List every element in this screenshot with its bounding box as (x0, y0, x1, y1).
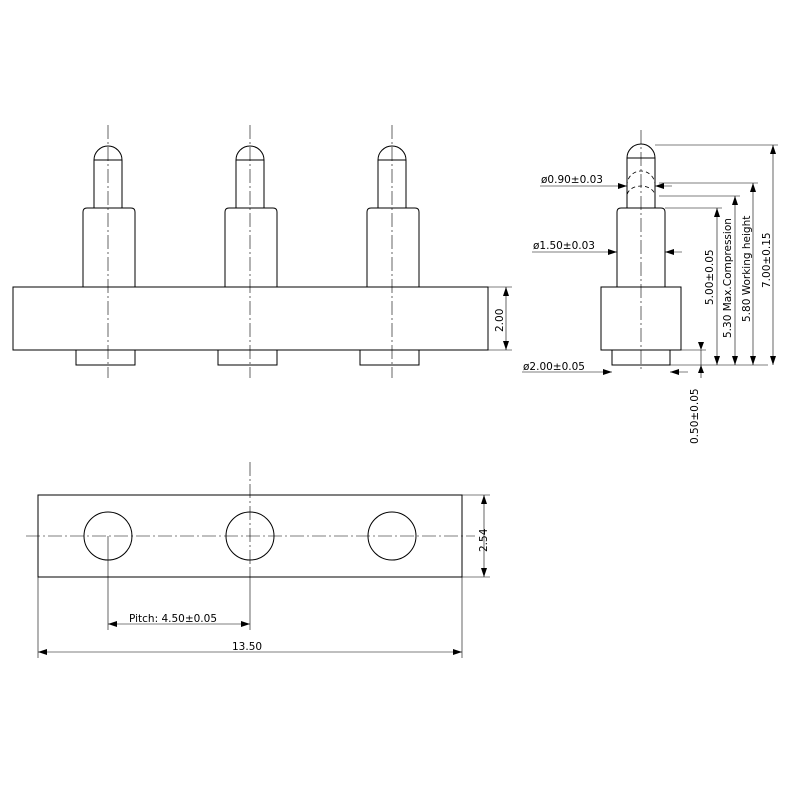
dim-barrel-diameter: ø1.50±0.03 (532, 240, 682, 255)
total-height-label: 7.00±0.15 (761, 232, 773, 288)
dim-total-height: 7.00±0.15 (761, 145, 776, 365)
dim-base-diameter: ø2.00±0.05 (522, 361, 688, 375)
tip-diameter-label: ø0.90±0.03 (541, 174, 603, 186)
top-view: 2.54 Pitch: 4.50±0.05 13.50 (26, 462, 490, 658)
pin-3 (366, 145, 420, 287)
dim-max-compression: 5.30 Max.Compression (722, 196, 738, 365)
bottom-offset-label: 0.50±0.05 (689, 388, 701, 444)
dim-base-height: 2.00 (488, 286, 512, 351)
dim-barrel-height: 5.00±0.05 (704, 208, 720, 365)
dim-tip-diameter: ø0.90±0.03 (540, 174, 672, 189)
front-view-body (12, 286, 489, 351)
base-height-label: 2.00 (494, 309, 506, 332)
pitch-label: Pitch: 4.50±0.05 (129, 613, 217, 625)
dim-bottom-offset: 0.50±0.05 (681, 342, 706, 444)
dim-body-width: 2.54 (462, 494, 490, 578)
dim-working-height: 5.80 Working height (741, 183, 756, 365)
barrel-diameter-label: ø1.50±0.03 (533, 240, 595, 252)
side-view-plunger (626, 143, 656, 208)
barrel-height-label: 5.00±0.05 (704, 249, 716, 305)
pin-2 (224, 145, 278, 287)
max-compression-label: 5.30 Max.Compression (722, 218, 734, 338)
front-view: 2.00 (12, 125, 512, 378)
working-height-label: 5.80 Working height (741, 216, 753, 322)
side-view: ø0.90±0.03 ø1.50±0.03 ø2.00±0.05 (522, 130, 778, 444)
total-length-label: 13.50 (232, 641, 262, 653)
base-diameter-label: ø2.00±0.05 (523, 361, 585, 373)
pin-1 (82, 145, 136, 287)
body-width-label: 2.54 (478, 528, 490, 552)
front-view-feet (75, 350, 420, 366)
dim-pitch: Pitch: 4.50±0.05 (107, 536, 251, 630)
dim-total-length: 13.50 (37, 577, 463, 658)
